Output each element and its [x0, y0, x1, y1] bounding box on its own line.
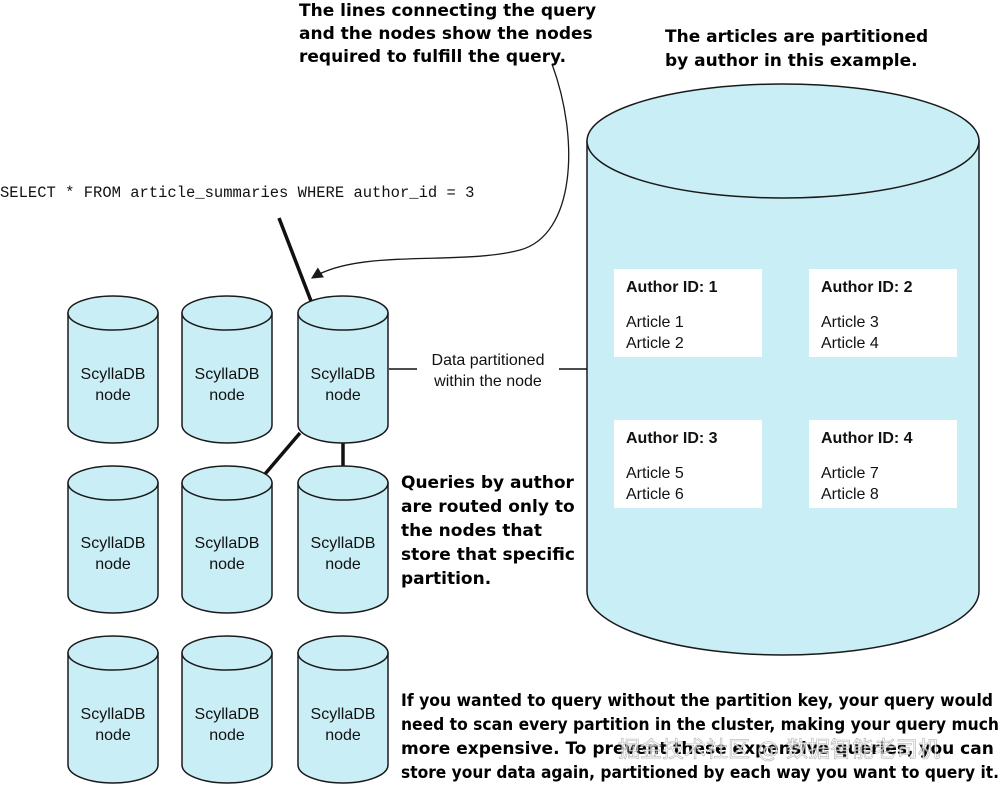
node-label: node — [95, 387, 131, 404]
node-label: node — [209, 556, 245, 573]
partition-title: Author ID: 3 — [626, 430, 718, 447]
partition-item: Article 1 — [626, 314, 684, 331]
callout-without-key-text: store your data again, partitioned by ea… — [401, 763, 999, 783]
scylladb-node: ScyllaDB node — [181, 295, 273, 444]
callout-without-key-text: If you wanted to query without the parti… — [401, 691, 993, 711]
node-label: ScyllaDB — [81, 535, 146, 552]
partition-item: Article 3 — [821, 314, 879, 331]
partition-item: Article 4 — [821, 335, 879, 352]
node-label: node — [325, 387, 361, 404]
callout-routed-text: partition. — [401, 569, 491, 589]
callout-lines-text: and the nodes show the nodes — [299, 24, 593, 44]
partition-title: Author ID: 1 — [626, 279, 718, 296]
partition-cylinder-body — [586, 140, 980, 656]
scylladb-node: ScyllaDB node — [67, 635, 159, 784]
node-label: ScyllaDB — [195, 366, 260, 383]
node-label: ScyllaDB — [311, 535, 376, 552]
node-route-line — [263, 431, 302, 476]
partition-box: Author ID: 1 Article 1 Article 2 — [614, 269, 762, 357]
node-label: ScyllaDB — [311, 706, 376, 723]
callout-routed-text: store that specific — [401, 545, 575, 565]
query-route-line — [277, 217, 313, 302]
partition-title: Author ID: 4 — [821, 430, 913, 447]
partition-cylinder-top — [586, 83, 980, 199]
node-label: ScyllaDB — [195, 706, 260, 723]
node-label: node — [325, 556, 361, 573]
node-label: ScyllaDB — [311, 366, 376, 383]
node-label: node — [95, 727, 131, 744]
scylladb-node: ScyllaDB node — [181, 635, 273, 784]
partition-item: Article 7 — [821, 465, 879, 482]
partition-item: Article 8 — [821, 486, 879, 503]
node-label: ScyllaDB — [81, 706, 146, 723]
partition-item: Article 5 — [626, 465, 684, 482]
callout-partitioned-text: The articles are partitioned — [665, 27, 928, 47]
callout-without-key-text: more expensive. To prevent these expensi… — [401, 739, 994, 759]
node-label: node — [325, 727, 361, 744]
data-partitioned-label: Data partitioned — [432, 352, 545, 369]
node-label: ScyllaDB — [195, 535, 260, 552]
partition-cylinder — [586, 83, 980, 656]
callout-routed-text: the nodes that — [401, 521, 542, 541]
callout-arrow — [311, 63, 570, 279]
partition-title: Author ID: 2 — [821, 279, 913, 296]
query-text: SELECT * FROM article_summaries WHERE au… — [0, 184, 474, 202]
partition-box: Author ID: 2 Article 3 Article 4 — [809, 269, 957, 357]
partition-item: Article 6 — [626, 486, 684, 503]
scylladb-node: ScyllaDB node — [67, 295, 159, 444]
data-partitioned-label: within the node — [433, 373, 542, 390]
scylladb-node: ScyllaDB node — [297, 465, 389, 614]
node-label: ScyllaDB — [81, 366, 146, 383]
scylladb-node: ScyllaDB node — [297, 295, 389, 444]
scylladb-node: ScyllaDB node — [297, 635, 389, 784]
callout-routed-text: Queries by author — [401, 473, 575, 493]
callout-without-key-text: need to scan every partition in the clus… — [401, 715, 999, 735]
node-label: node — [95, 556, 131, 573]
node-label: node — [209, 387, 245, 404]
watermark-text: 掘金技术社区 @ 数据智能老司机 — [618, 738, 940, 763]
callout-partitioned-text: by author in this example. — [665, 51, 918, 71]
scylladb-node: ScyllaDB node — [67, 465, 159, 614]
callout-routed-text: are routed only to — [401, 497, 575, 517]
callout-lines-text: The lines connecting the query — [299, 1, 596, 21]
node-label: node — [209, 727, 245, 744]
callout-lines-text: required to fulfill the query. — [299, 47, 566, 67]
partition-box: Author ID: 3 Article 5 Article 6 — [614, 420, 762, 508]
scylladb-node: ScyllaDB node — [181, 465, 273, 614]
partition-box: Author ID: 4 Article 7 Article 8 — [809, 420, 957, 508]
partition-item: Article 2 — [626, 335, 684, 352]
